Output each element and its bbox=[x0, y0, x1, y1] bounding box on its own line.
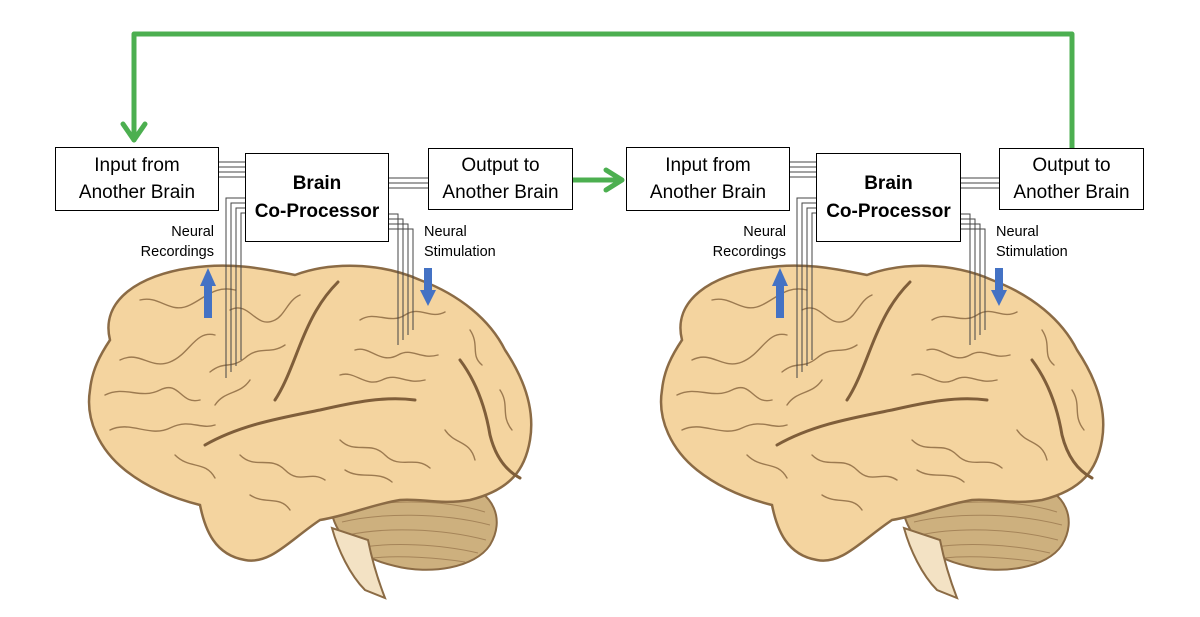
coprocessor-box-1-line1: Brain bbox=[292, 172, 342, 194]
neural-recordings-label-2-line2: Recordings bbox=[712, 244, 786, 260]
input-box-2-line2: Another Brain bbox=[649, 182, 767, 203]
stimulation-down-arrow-1 bbox=[420, 268, 436, 306]
coprocessor-box-2: Brain Co-Processor bbox=[816, 153, 961, 242]
input-box-1-line1: Input from bbox=[94, 155, 180, 176]
coprocessor-box-1-line2: Co-Processor bbox=[254, 200, 380, 222]
neural-stimulation-label-1-line1: Neural bbox=[424, 224, 467, 240]
output-box-1-line2: Another Brain bbox=[442, 182, 559, 203]
output-box-1: Output to Another Brain bbox=[428, 148, 573, 210]
neural-stimulation-label-2-line2: Stimulation bbox=[996, 244, 1068, 260]
recordings-up-arrow-1 bbox=[200, 268, 216, 318]
neural-recordings-label-1-line2: Recordings bbox=[140, 244, 214, 260]
brain-illustration-2 bbox=[659, 264, 1105, 600]
coprocessor-box-2-line1: Brain bbox=[864, 172, 913, 194]
feedback-loop-arrow bbox=[120, 31, 1075, 152]
output-box-1-line1: Output to bbox=[461, 155, 540, 176]
input-box-1-line2: Another Brain bbox=[78, 182, 196, 203]
output-box-2: Output to Another Brain bbox=[999, 148, 1144, 210]
stimulation-down-arrow-2 bbox=[991, 268, 1007, 306]
coprocessor-box-2-line2: Co-Processor bbox=[826, 200, 951, 222]
coprocessor-box-1: Brain Co-Processor bbox=[245, 153, 389, 242]
neural-recordings-label-2: Neural Recordings bbox=[690, 222, 786, 262]
input-box-2-line1: Input from bbox=[665, 155, 751, 176]
neural-stimulation-label-1-line2: Stimulation bbox=[424, 244, 496, 260]
neural-recordings-label-2-line1: Neural bbox=[743, 224, 786, 240]
link-arrow bbox=[569, 167, 625, 193]
neural-recordings-label-1-line1: Neural bbox=[171, 224, 214, 240]
neural-recordings-label-1: Neural Recordings bbox=[118, 222, 214, 262]
wires-unit-1 bbox=[218, 161, 428, 378]
wires-unit-2 bbox=[789, 161, 1000, 378]
brain-illustration-1 bbox=[87, 264, 533, 600]
output-box-2-line1: Output to bbox=[1032, 155, 1111, 176]
neural-stimulation-label-2-line1: Neural bbox=[996, 224, 1039, 240]
output-box-2-line2: Another Brain bbox=[1013, 182, 1130, 203]
input-box-2: Input from Another Brain bbox=[626, 147, 790, 211]
neural-stimulation-label-2: Neural Stimulation bbox=[996, 222, 1068, 262]
neural-stimulation-label-1: Neural Stimulation bbox=[424, 222, 496, 262]
recordings-up-arrow-2 bbox=[772, 268, 788, 318]
input-box-1: Input from Another Brain bbox=[55, 147, 219, 211]
